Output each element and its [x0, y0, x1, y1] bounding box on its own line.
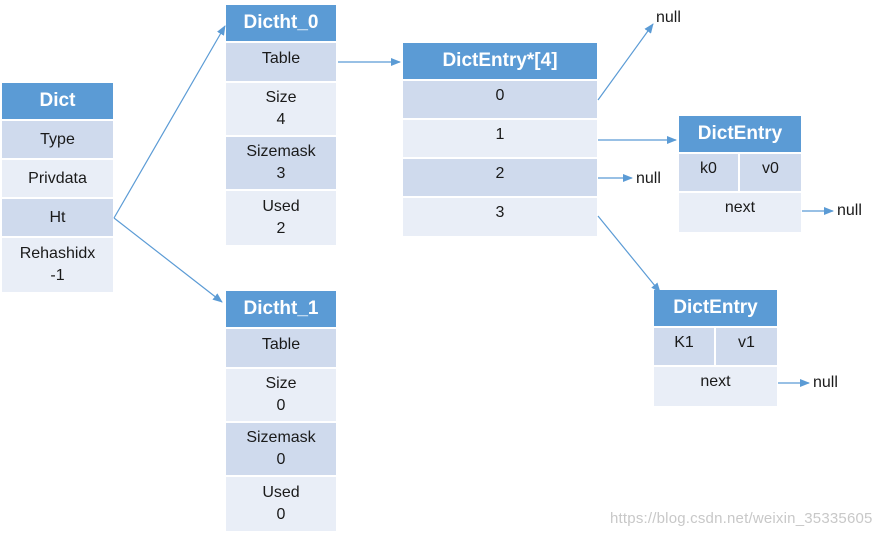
dictht0-field-sizemask: Sizemask 3	[226, 137, 336, 191]
dict-struct: Dict Type Privdata Ht Rehashidx -1	[2, 83, 113, 292]
dict-entry-k0-val: v0	[740, 154, 801, 193]
dict-title: Dict	[2, 83, 113, 121]
null-label-entry-k0: null	[837, 202, 862, 219]
arrow-ht-to-dictht1	[113, 217, 223, 303]
dictht0-struct: Dictht_0 Table Size 4 Sizemask 3 Used 2	[226, 5, 336, 245]
dict-entry-k1-next: next	[654, 367, 777, 406]
entry-array-slot-1: 1	[403, 120, 597, 159]
null-label-entry-k1: null	[813, 374, 838, 391]
dict-entry-k1-key: K1	[654, 328, 716, 367]
dict-field-rehashidx: Rehashidx -1	[2, 238, 113, 292]
dict-entry-k1-val: v1	[716, 328, 777, 367]
null-label-slot2: null	[636, 170, 661, 187]
null-label-slot0: null	[656, 9, 681, 26]
entry-array-title: DictEntry*[4]	[403, 43, 597, 81]
dictht0-title: Dictht_0	[226, 5, 336, 43]
watermark: https://blog.csdn.net/weixin_35335605	[610, 510, 873, 527]
entry-array-slot-0: 0	[403, 81, 597, 120]
arrow-slot3-to-entry-b	[597, 215, 661, 293]
dict-field-type: Type	[2, 121, 113, 160]
dict-entry-k1-title: DictEntry	[654, 290, 777, 328]
dict-field-privdata: Privdata	[2, 160, 113, 199]
entry-array: DictEntry*[4] 0 1 2 3	[403, 43, 597, 236]
dict-entry-k0-title: DictEntry	[679, 116, 801, 154]
dict-entry-k0-next: next	[679, 193, 801, 232]
dictht1-title: Dictht_1	[226, 291, 336, 329]
dictht1-field-table: Table	[226, 329, 336, 369]
dict-entry-k0-key: k0	[679, 154, 740, 193]
arrow-slot0-to-null	[597, 23, 654, 101]
dictht0-field-table: Table	[226, 43, 336, 83]
dictht1-field-size: Size 0	[226, 369, 336, 423]
dict-entry-k1: DictEntry K1 v1 next	[654, 290, 777, 406]
dictht0-field-used: Used 2	[226, 191, 336, 245]
dictht1-struct: Dictht_1 Table Size 0 Sizemask 0 Used 0	[226, 291, 336, 531]
entry-array-slot-3: 3	[403, 198, 597, 236]
dictht1-field-used: Used 0	[226, 477, 336, 531]
arrow-ht-to-dictht0	[113, 25, 226, 219]
entry-array-slot-2: 2	[403, 159, 597, 198]
dict-entry-k0: DictEntry k0 v0 next	[679, 116, 801, 232]
dict-field-ht: Ht	[2, 199, 113, 238]
dictht1-field-sizemask: Sizemask 0	[226, 423, 336, 477]
dictht0-field-size: Size 4	[226, 83, 336, 137]
